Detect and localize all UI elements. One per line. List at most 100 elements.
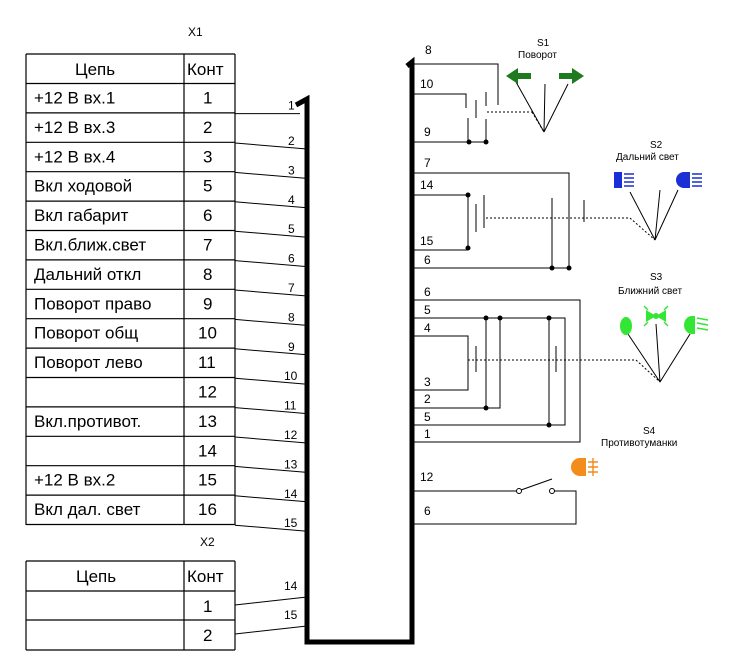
s3-title: Ближний свет [618,286,682,297]
s2-wire-label: 6 [424,253,431,267]
x1-pin-number: 15 [198,471,217,490]
s1-wire-label: 9 [424,125,431,139]
x1-wire [234,289,308,297]
x1-circuit-name: Дальний откл [34,265,141,284]
x1-wire [234,348,308,356]
arrow-right-icon [559,68,584,84]
s1-wire-label: 8 [425,43,432,57]
x2-header-pin: Конт [187,567,224,586]
x1-circuit-name: Поворот общ [34,324,138,343]
x1-circuit-name: Вкл.ближ.свет [34,236,146,255]
switch-s4: S4 Противотуманки 12 6 [412,426,677,525]
x1-circuit-name: Вкл габарит [34,206,129,225]
x2-pin: 1 [203,597,212,616]
x1-circuit-name: Поворот лево [34,353,143,372]
x1-wire-label: 13 [284,457,298,471]
x1-pin-number: 2 [203,118,212,137]
s3-wire-label: 5 [424,410,431,424]
x1-pin-number: 1 [203,89,212,108]
x1-wire-label: 10 [284,369,298,383]
s3-wire-label: 5 [424,303,431,317]
x1-wire [234,377,308,385]
s2-title: Дальний свет [616,152,679,163]
x1-wire [234,201,308,209]
harness-bundle [294,56,415,645]
x1-pin-number: 9 [203,294,212,313]
x1-circuit-name: Вкл.противот. [34,412,141,431]
x1-circuit-name: +12 В вх.2 [34,471,115,490]
x2-header-name: Цепь [76,567,116,586]
x2-wire-label: 15 [284,608,298,622]
s1-title: Поворот [518,50,557,61]
s3-wire-label: 4 [424,321,431,335]
x2-label: X2 [200,535,215,549]
x1-wire [234,142,308,150]
x1-circuit-name: +12 В вх.1 [34,89,115,108]
x2-table: Цепь Конт 1 2 [25,560,236,651]
x1-wire [234,171,308,179]
x1-wire-label: 2 [288,134,295,148]
x1-circuit-name: Вкл ходовой [34,177,132,196]
x1-header-pin: Конт [187,60,224,79]
x1-pin-number: 10 [198,324,217,343]
x1-wire-label: 5 [288,222,295,236]
fog-lamp-icon [571,458,598,476]
high-beam-lamp-icon [614,172,634,188]
s2-wire-label: 7 [424,156,431,170]
x2-pin: 2 [203,626,212,645]
s2-wire-label: 15 [420,234,434,248]
x2-wire-label: 14 [284,579,298,593]
x1-wire [234,407,308,415]
x1-wire-label: 12 [284,428,298,442]
s3-wire-label: 1 [424,427,431,441]
x1-wire-label: 7 [288,281,295,295]
x1-wire-label: 8 [288,310,295,324]
x1-circuit-name: Вкл дал. свет [34,500,141,519]
x1-pin-number: 14 [198,441,217,460]
x1-wire [234,436,308,444]
low-beam-lamp-icon [684,316,709,334]
x1-pin-number: 7 [203,236,212,255]
x1-wire [234,230,308,238]
s4-title: Противотуманки [601,438,677,449]
x1-wire [234,524,308,532]
x1-pin-number: 3 [203,147,212,166]
switch-s1: S1 Поворот 8 10 9 [412,38,584,145]
x1-wire [234,260,308,268]
x1-pin-number: 13 [198,412,217,431]
s2-id: S2 [650,140,663,151]
x1-pin-number: 8 [203,265,212,284]
x1-circuit-name: +12 В вх.4 [34,147,115,166]
s3-wire-label: 2 [424,392,431,406]
x1-circuit-name: +12 В вх.3 [34,118,115,137]
x1-wire-label: 14 [284,487,298,501]
s3-wire-label: 6 [424,285,431,299]
x1-wire [234,495,308,503]
x1-header-name: Цепь [75,60,115,79]
x1-wire-label: 1 [288,99,295,113]
s3-wire-label: 3 [424,375,431,389]
x1-wire-label: 6 [288,252,295,266]
x1-wire-label: 11 [284,399,297,413]
high-beam-lamp-icon [676,172,702,188]
x1-label: X1 [188,25,203,39]
x1-wire [234,465,308,473]
s2-wire-label: 14 [420,178,434,192]
parking-lamp-icon [643,305,669,327]
arrow-left-icon [506,68,531,84]
x1-wire-label: 4 [288,193,295,207]
x2-wire-group: 14 15 [234,579,308,635]
x1-pin-number: 11 [198,353,216,372]
switch-s2: S2 Дальний свет 7 14 15 6 [412,140,702,271]
s3-id: S3 [650,272,663,283]
s1-id: S1 [537,38,550,49]
x1-wire-label: 15 [284,516,298,530]
x1-pin-number: 12 [198,383,217,402]
x1-table: Цепь Конт +12 В вх.1 1 +12 В вх.3 2 +12 В вх… [25,53,236,526]
s4-id: S4 [643,426,656,437]
x1-circuit-name: Поворот право [34,294,151,313]
switch-s3: S3 Ближний свет 6 5 4 3 2 5 1 [412,272,709,443]
x1-pin-number: 5 [203,177,212,196]
s1-wire-label: 10 [420,77,434,91]
